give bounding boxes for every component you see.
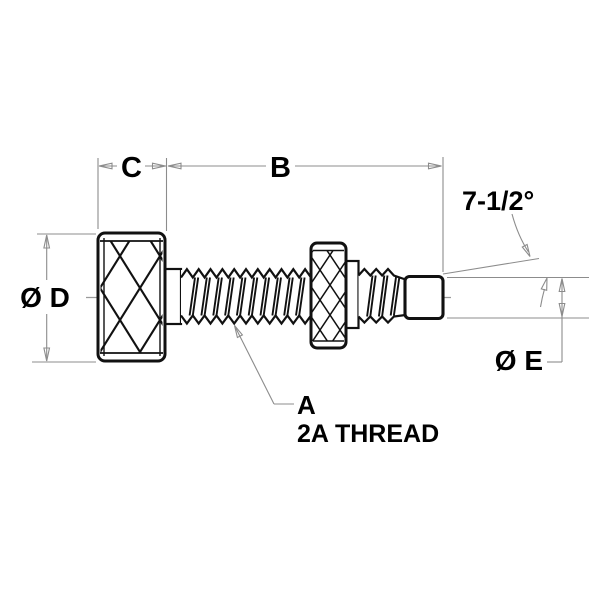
arrow-icon bbox=[558, 302, 566, 317]
angle-label: 7-1/2° bbox=[462, 186, 534, 216]
arrow-icon bbox=[540, 277, 548, 292]
arrow-icon bbox=[43, 234, 51, 249]
plunger-tip bbox=[403, 274, 445, 321]
arrow-icon bbox=[558, 278, 566, 293]
thread-flanks bbox=[188, 277, 306, 316]
arrow-icon bbox=[427, 162, 442, 170]
dimension-graphics bbox=[32, 157, 589, 405]
angle-arc bbox=[539, 288, 546, 308]
dim-b-label: B bbox=[270, 152, 291, 184]
arrow-icon bbox=[151, 162, 166, 170]
shank bbox=[162, 267, 183, 326]
washer bbox=[344, 259, 360, 330]
angle-reference-line bbox=[442, 257, 540, 275]
lock-nut bbox=[309, 241, 348, 350]
arrow-icon bbox=[167, 162, 182, 170]
arrow-icon bbox=[98, 162, 113, 170]
arrow-icon bbox=[43, 347, 51, 362]
callout-a-leader bbox=[234, 325, 275, 405]
knob-knurling bbox=[100, 241, 163, 353]
arrow-icon bbox=[521, 243, 531, 257]
thread-section-main bbox=[180, 267, 312, 326]
part-body bbox=[96, 231, 445, 363]
thread-crest-bottom bbox=[180, 313, 312, 326]
thread-flanks bbox=[366, 275, 401, 317]
callout-a-label: A bbox=[297, 390, 316, 420]
labels: C B 7-1/2° Ø D Ø E A 2A THREAD bbox=[20, 152, 543, 448]
knurled-knob bbox=[96, 231, 167, 363]
arrow-icon bbox=[233, 325, 244, 339]
dia-e-label: Ø E bbox=[495, 345, 543, 376]
angle-leader-arc bbox=[511, 213, 529, 253]
thread-crest-top bbox=[357, 267, 406, 281]
thread-crest-top bbox=[180, 267, 312, 280]
dim-c-label: C bbox=[121, 152, 142, 184]
dia-d-label: Ø D bbox=[20, 282, 70, 313]
thread-crest-bottom bbox=[357, 313, 406, 325]
thread-section-front bbox=[357, 267, 406, 325]
thread-note-label: 2A THREAD bbox=[297, 420, 439, 448]
lock-nut-knurling bbox=[312, 250, 345, 341]
